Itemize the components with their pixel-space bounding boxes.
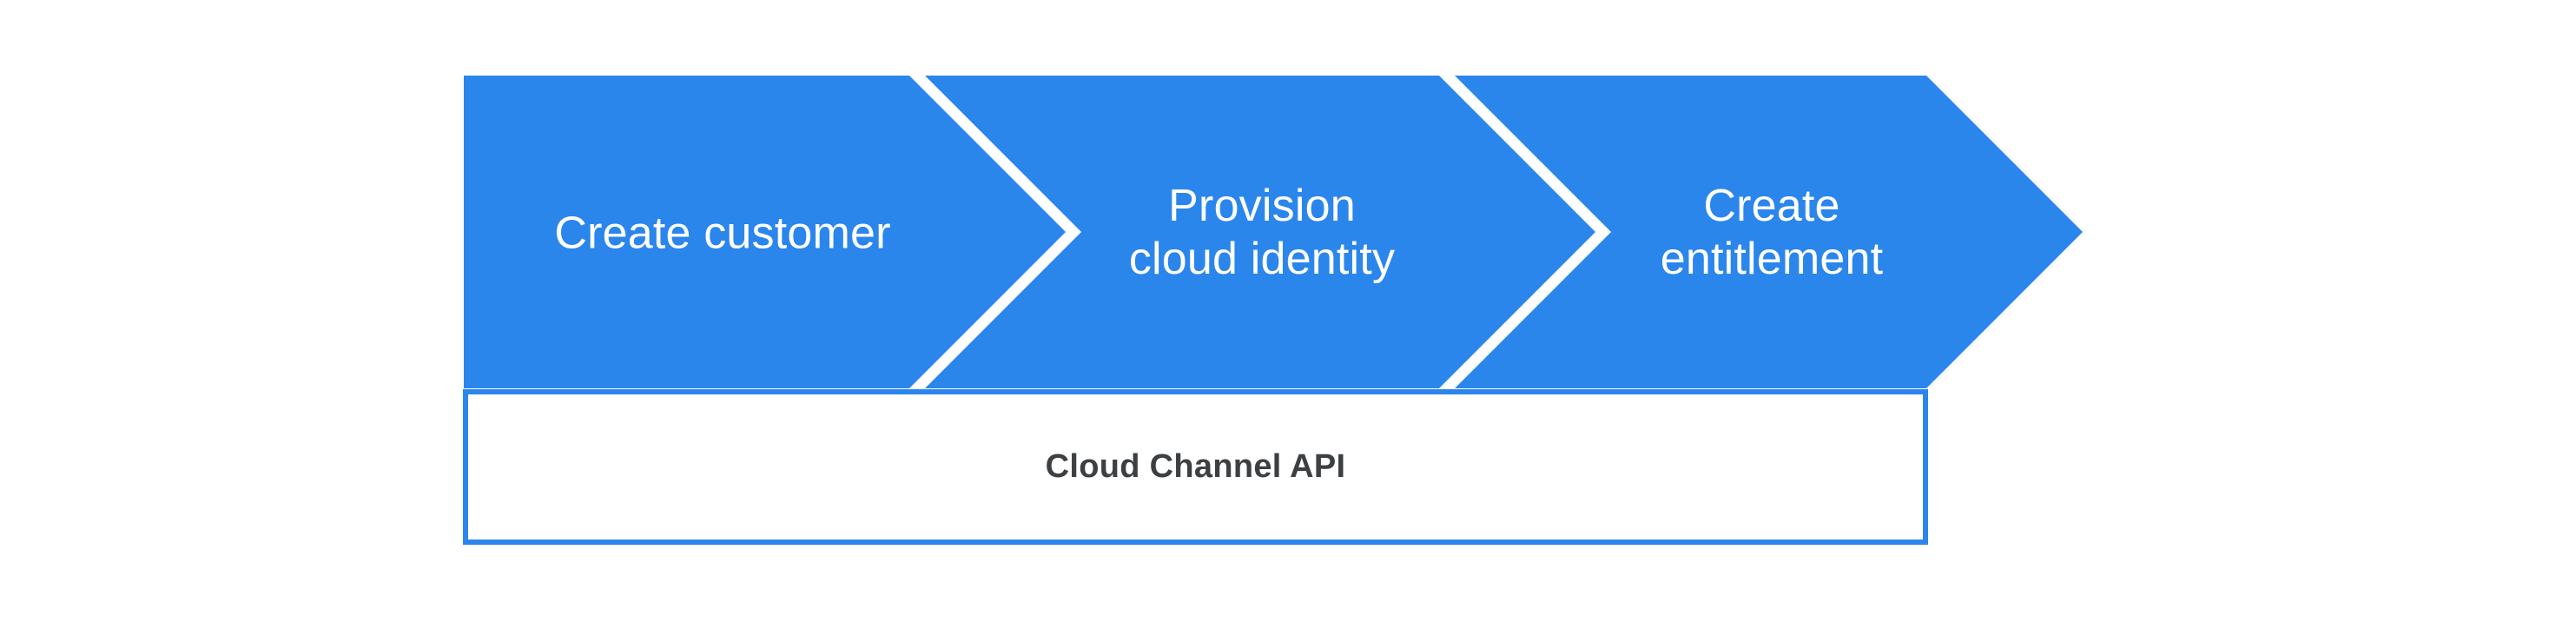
arrow-body-shape — [464, 76, 2083, 388]
step-label-create-customer: Create customer — [554, 208, 891, 259]
step-label-create-entitlement: Create entitlement — [1660, 181, 1884, 284]
cloud-channel-api-label: Cloud Channel API — [1045, 448, 1346, 485]
cloud-channel-api-box: Cloud Channel API — [463, 389, 1928, 545]
step-label-provision-cloud-identity: Provision cloud identity — [1128, 181, 1396, 284]
